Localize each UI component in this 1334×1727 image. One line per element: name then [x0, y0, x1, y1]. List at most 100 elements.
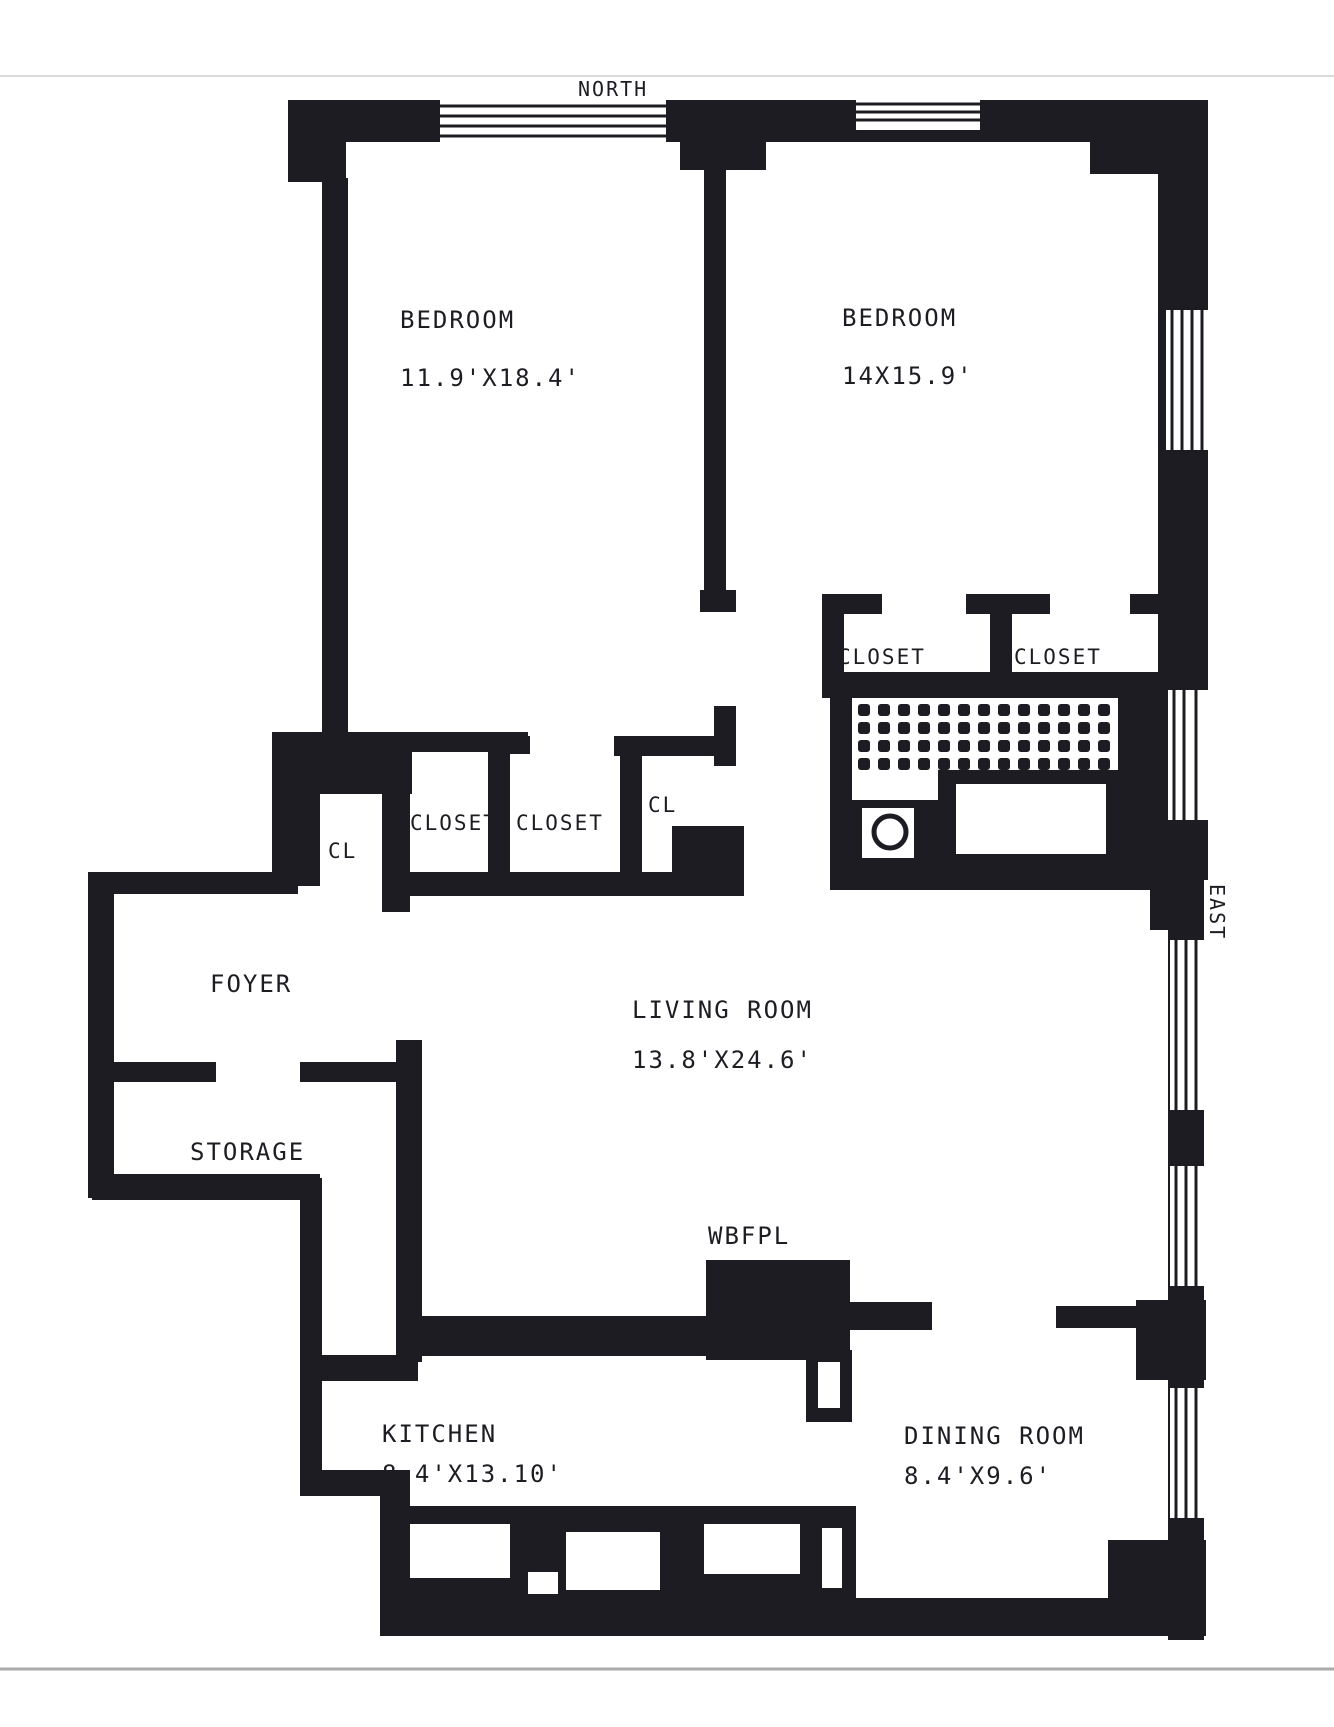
- east-window-3: [1170, 940, 1210, 1110]
- nw-corner: [288, 100, 346, 182]
- tile: [978, 704, 990, 716]
- left-bedroom-west-wall: [322, 178, 348, 748]
- tile: [918, 740, 930, 752]
- divider-stub: [700, 590, 736, 612]
- fireplace-label: WBFPL: [708, 1222, 790, 1250]
- closet-floor: [836, 672, 1158, 698]
- tile: [878, 722, 890, 734]
- tile: [998, 722, 1010, 734]
- storage-south-wall: [92, 1174, 320, 1200]
- tile: [804, 1304, 816, 1316]
- tile: [1038, 704, 1050, 716]
- toilet-icon: [871, 813, 909, 851]
- cl-label-2: CL: [328, 839, 357, 863]
- tile: [878, 704, 890, 716]
- tile: [1098, 740, 1110, 752]
- tile: [918, 704, 930, 716]
- closet-post-2: [620, 738, 642, 888]
- north-window-left: [440, 100, 666, 144]
- tile: [1078, 740, 1090, 752]
- east-window-4: [1170, 1166, 1210, 1286]
- tile: [1058, 704, 1070, 716]
- bathtub: [956, 784, 1106, 854]
- south-wall: [380, 1598, 1206, 1636]
- tile: [998, 758, 1010, 770]
- refrigerator: [704, 1524, 800, 1574]
- cl-solid: [672, 826, 744, 882]
- storage-label: STORAGE: [190, 1138, 305, 1166]
- closet-right-1-label: CLOSET: [838, 645, 926, 669]
- tile: [938, 722, 950, 734]
- tile: [1058, 758, 1070, 770]
- tile: [958, 704, 970, 716]
- tile: [858, 740, 870, 752]
- kitchen-outer-west: [300, 1360, 322, 1490]
- tile: [938, 758, 950, 770]
- tile: [786, 1322, 798, 1334]
- tile: [898, 758, 910, 770]
- stove: [410, 1524, 510, 1578]
- storage-east-wall: [300, 1178, 322, 1368]
- tile: [822, 1286, 834, 1298]
- tile: [1018, 740, 1030, 752]
- tile: [1098, 704, 1110, 716]
- tile: [822, 1322, 834, 1334]
- tile: [822, 1304, 834, 1316]
- tile: [958, 758, 970, 770]
- windows: [440, 100, 1210, 1518]
- tile: [786, 1304, 798, 1316]
- tile: [1018, 722, 1030, 734]
- tile: [958, 722, 970, 734]
- tile: [768, 1304, 780, 1316]
- tile: [1038, 740, 1050, 752]
- tile: [732, 1286, 744, 1298]
- tile: [1018, 704, 1030, 716]
- closet-post-1: [488, 738, 510, 888]
- bath-west-wall: [830, 690, 852, 890]
- kitchen-size: 8.4'X13.10': [382, 1460, 563, 1488]
- bedroom-left-name: BEDROOM: [400, 306, 515, 334]
- closet-left-2-label: CLOSET: [516, 811, 604, 835]
- east-window-1: [1166, 310, 1210, 450]
- bedroom-right-size: 14X15.9': [842, 362, 974, 390]
- tile: [918, 722, 930, 734]
- hearth-blocks: [478, 1334, 690, 1356]
- storage-divider-left: [100, 1062, 216, 1082]
- tile: [858, 704, 870, 716]
- living-room-size: 13.8'X24.6': [632, 1046, 813, 1074]
- tile: [768, 1286, 780, 1298]
- tile: [822, 1268, 834, 1280]
- tile: [1098, 722, 1110, 734]
- tile: [768, 1268, 780, 1280]
- dishwasher: [528, 1572, 558, 1594]
- dining-room-name: DINING ROOM: [904, 1422, 1085, 1450]
- foyer-label: FOYER: [210, 970, 292, 998]
- bedroom-left-size: 11.9'X18.4': [400, 364, 581, 392]
- east-window-2: [1168, 690, 1210, 820]
- closet-left-1-label: CLOSET: [410, 811, 498, 835]
- tile: [938, 740, 950, 752]
- dining-room-size: 8.4'X9.6': [904, 1462, 1052, 1490]
- east-window-5: [1170, 1388, 1210, 1518]
- closet-right-2-label: CLOSET: [1014, 645, 1102, 669]
- tile: [1078, 704, 1090, 716]
- tile: [918, 758, 930, 770]
- sink: [566, 1532, 660, 1590]
- tile: [898, 704, 910, 716]
- tile: [898, 722, 910, 734]
- bedroom-divider: [704, 170, 726, 602]
- tile: [804, 1268, 816, 1280]
- tile: [750, 1268, 762, 1280]
- tile: [750, 1322, 762, 1334]
- bath-east-block: [1118, 690, 1166, 886]
- tile: [998, 740, 1010, 752]
- east-label: EAST: [1205, 884, 1229, 940]
- closet-top-mid: [488, 736, 530, 754]
- closet-post-3: [714, 706, 736, 766]
- tile: [732, 1322, 744, 1334]
- kitchen-name: KITCHEN: [382, 1420, 497, 1448]
- closet-top-right: [614, 736, 728, 756]
- storage-divider-right: [300, 1062, 410, 1082]
- tile: [858, 758, 870, 770]
